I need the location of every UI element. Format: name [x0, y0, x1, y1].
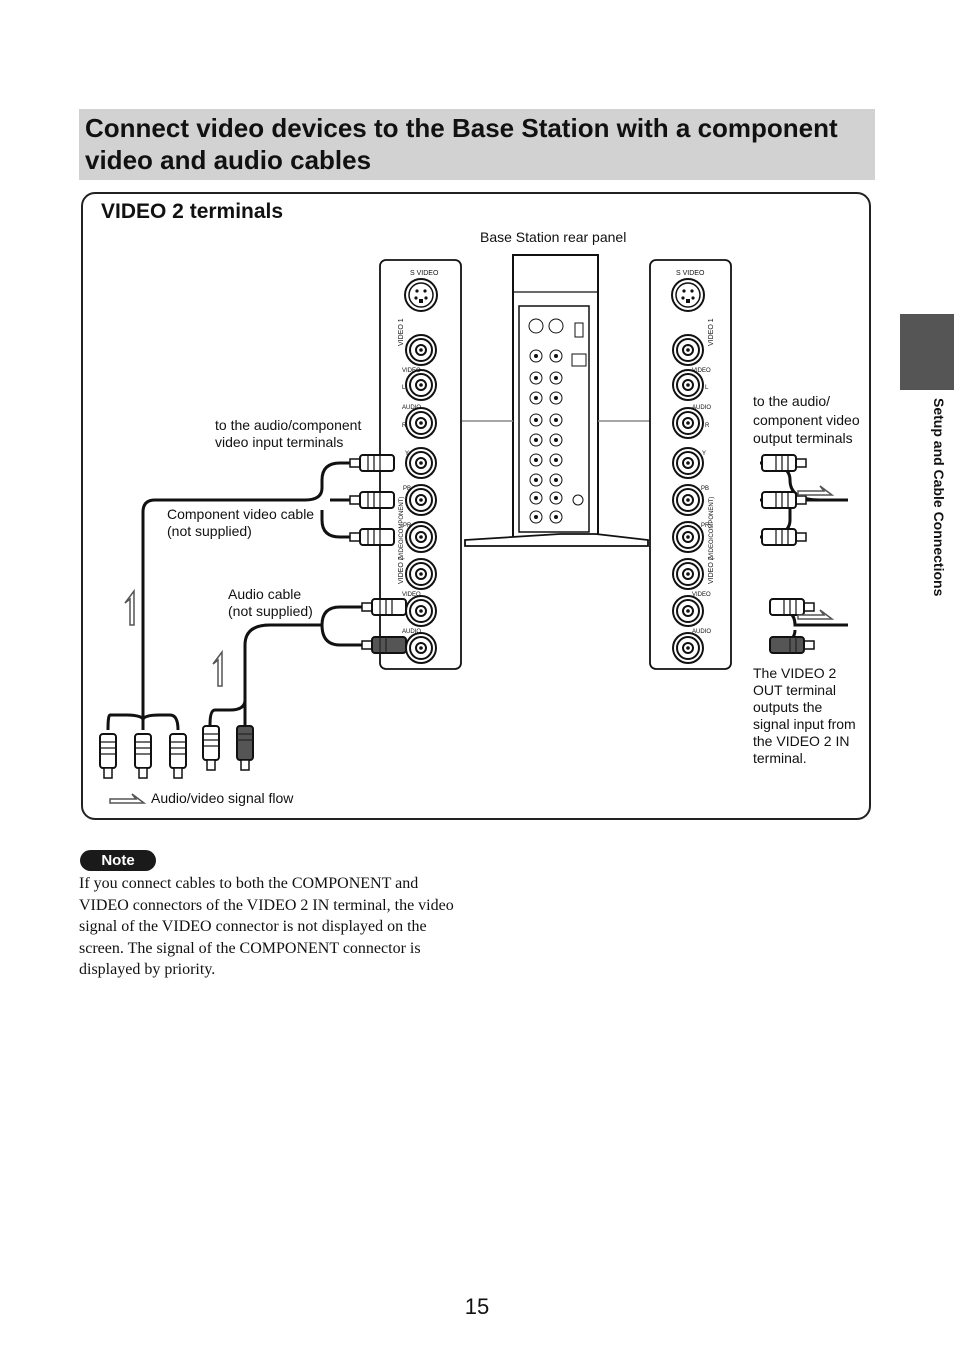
out-video2-audio-label: AUDIO: [692, 629, 711, 635]
out-l-label: L: [705, 385, 709, 391]
in-video1-video-jack: [405, 334, 437, 366]
out-video2-video-jack: [672, 558, 704, 590]
in-video1-label: VIDEO 1: [398, 318, 405, 346]
section-side-label: Setup and Cable Connections: [931, 398, 947, 597]
plug-end-3: [169, 733, 187, 779]
in-video1-audio-l-jack: [405, 369, 437, 401]
signal-flow-arrow-audio: [212, 651, 223, 687]
in-s-video-jack: [404, 278, 438, 312]
to-output-label: to the audio/ component video output ter…: [753, 393, 860, 446]
out-s-video-jack: [671, 278, 705, 312]
out-pr-label: PR: [701, 523, 710, 529]
in-video2-video-label: VIDEO: [402, 592, 421, 598]
signal-flow-arrow-out-video: [797, 485, 833, 496]
page-title: Connect video devices to the Base Statio…: [85, 113, 838, 175]
audio-cable-label: Audio cable (not supplied): [228, 586, 313, 619]
signal-flow-legend-arrow: [109, 793, 145, 804]
out-video1-audio-l-jack: [672, 369, 704, 401]
plug-end-2: [134, 733, 152, 779]
signal-flow-legend-label: Audio/video signal flow: [151, 790, 294, 806]
to-input-label: to the audio/component video input termi…: [215, 417, 362, 450]
out-pb-jack: [672, 484, 704, 516]
out-plug-audio-l: [769, 598, 815, 616]
base-station-label: Base Station rear panel: [480, 229, 627, 245]
out-video1-audio-label: AUDIO: [692, 405, 711, 411]
note-text: If you connect cables to both the COMPON…: [79, 875, 454, 978]
page-number: 15: [464, 1294, 490, 1319]
in-pb-label: PB: [403, 486, 411, 492]
out-plug-y: [761, 454, 807, 472]
video2-in-panel: S VIDEO VIDEO AUDIO L R Y PB PR VIDEO AU…: [379, 259, 462, 670]
plug-audio-l: [361, 598, 407, 616]
in-pr-label: PR: [403, 523, 412, 529]
video2-out-note: The VIDEO 2 OUT terminal outputs the sig…: [753, 665, 856, 766]
in-r-label: R: [402, 423, 407, 429]
out-s-video-label: S VIDEO: [676, 270, 705, 277]
plug-y: [349, 454, 395, 472]
base-station-illustration: [462, 254, 651, 547]
audio-cable: [208, 605, 362, 726]
in-video1-audio-r-jack: [405, 407, 437, 439]
out-pb-label: PB: [701, 486, 709, 492]
plug-audio-end-l: [202, 725, 220, 771]
video2-out-panel: S VIDEO VIDEO AUDIO L R Y PB PR VIDEO AU…: [649, 259, 732, 670]
in-l-label: L: [402, 385, 406, 391]
in-video2-sub-label: (VIDEO/COMPONENT): [399, 497, 405, 560]
in-video2-label: VIDEO 2: [398, 556, 405, 584]
section-tab: [900, 314, 954, 390]
out-y-label: Y: [702, 451, 706, 457]
out-video2-sub-label: (VIDEO/COMPONENT): [709, 497, 715, 560]
section-title-bar: Connect video devices to the Base Statio…: [79, 109, 875, 180]
out-video1-label: VIDEO 1: [708, 318, 715, 346]
plug-pr: [349, 528, 395, 546]
in-y-label: Y: [405, 451, 409, 457]
signal-flow-arrow-video: [124, 590, 135, 626]
plug-audio-end-r: [236, 725, 254, 771]
in-video1-audio-label: AUDIO: [402, 405, 421, 411]
out-video1-video-label: VIDEO: [692, 368, 711, 374]
out-pr-jack: [672, 521, 704, 553]
diagram-frame: [81, 192, 871, 820]
out-plug-pr: [761, 528, 807, 546]
in-video2-audio-l-jack: [405, 595, 437, 627]
in-s-video-label: S VIDEO: [410, 270, 439, 277]
plug-audio-r: [361, 636, 407, 654]
note-badge: Note: [80, 850, 156, 871]
plug-end-1: [99, 733, 117, 779]
out-video1-video-jack: [672, 334, 704, 366]
component-cable-label: Component video cable (not supplied): [167, 506, 315, 539]
out-video2-audio-l-jack: [672, 595, 704, 627]
in-video2-video-jack: [405, 558, 437, 590]
out-video2-audio-r-jack: [672, 632, 704, 664]
in-video2-audio-r-jack: [405, 632, 437, 664]
plug-pb: [349, 491, 395, 509]
diagram-heading: VIDEO 2 terminals: [101, 200, 284, 223]
out-plug-audio-r: [769, 636, 815, 654]
component-video-cable: [106, 461, 350, 731]
in-video2-audio-label: AUDIO: [402, 629, 421, 635]
out-video2-video-label: VIDEO: [692, 592, 711, 598]
in-y-jack: [405, 447, 437, 479]
in-video1-video-label: VIDEO: [402, 368, 421, 374]
out-video2-label: VIDEO 2: [708, 556, 715, 584]
out-r-label: R: [705, 423, 710, 429]
out-y-jack: [672, 447, 704, 479]
out-video1-audio-r-jack: [672, 407, 704, 439]
